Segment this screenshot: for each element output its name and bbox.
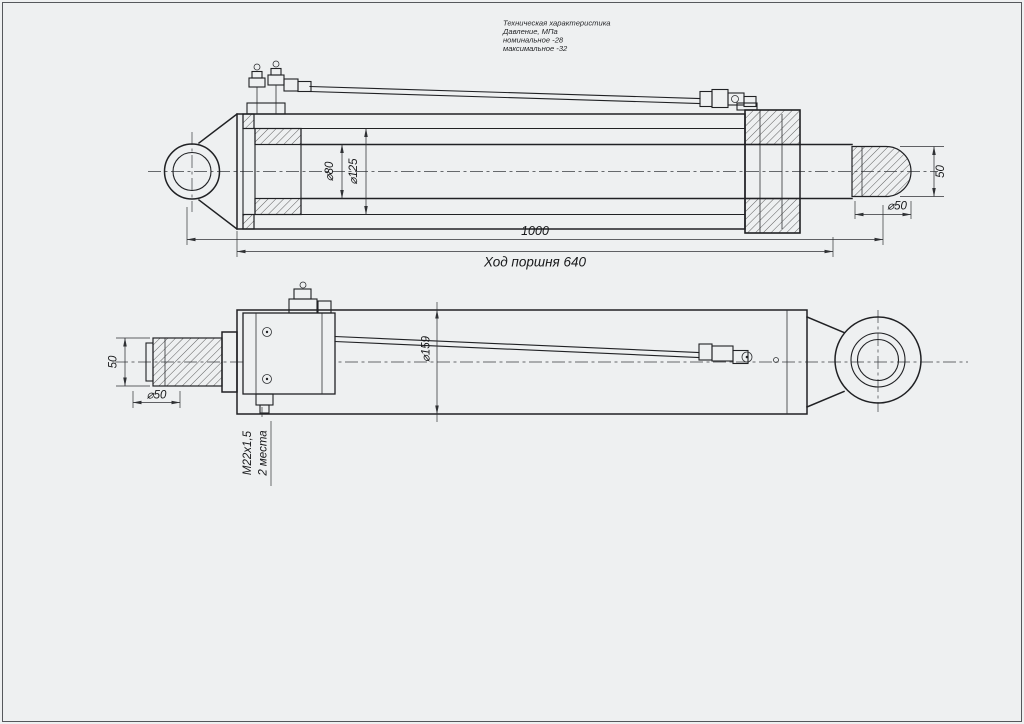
cylinder-tube-outside	[236, 309, 808, 415]
tech-spec-nominal: номинальное -28	[503, 36, 564, 45]
dim-tube-diameter-label: ⌀159	[421, 335, 433, 362]
dim-rod-width-label: 50	[108, 355, 120, 368]
bottom-view-dimensions: 50 ⌀50 ⌀159 М22х1,5 2 места	[108, 302, 439, 486]
rear-eye-taper-top	[806, 316, 845, 334]
thread-places-label: 2 места	[258, 430, 270, 476]
tech-spec-note: Техническая характеристика Давление, МПа…	[502, 19, 611, 54]
rear-eye-ring	[850, 332, 906, 388]
port-block	[242, 281, 336, 414]
piston-section-bottom	[254, 197, 302, 216]
clevis-taper-bottom	[197, 198, 239, 231]
dim-bore-diameter-label: ⌀125	[348, 158, 360, 185]
vent-plug	[773, 357, 779, 363]
thread-spec-label: М22х1,5	[242, 430, 254, 475]
tech-spec-title: Техническая характеристика	[503, 19, 611, 28]
dim-eye-diameter-label: ⌀50	[887, 201, 907, 213]
tech-spec-maximal: максимальное -32	[503, 44, 568, 53]
rear-eye-taper-bottom	[806, 390, 845, 408]
piston-section-top	[254, 127, 302, 146]
bottom-view-pipe	[334, 335, 753, 365]
gland-section-bottom	[744, 197, 801, 234]
gland-section-top	[744, 109, 801, 146]
bolt-head-top	[262, 327, 272, 337]
rear-rod-end-section	[152, 337, 223, 387]
end-cap-section-bottom	[242, 213, 255, 230]
top-fitting-nut	[293, 288, 312, 300]
bolt-head-bottom	[262, 374, 272, 384]
top-fitting-bolt	[299, 281, 307, 289]
rod-end-section	[851, 145, 912, 198]
front-eye-bore	[172, 151, 212, 192]
dim-piston-stroke-label: Ход поршня 640	[483, 255, 586, 270]
top-view-section	[163, 109, 912, 234]
top-view-pipe-assembly	[246, 60, 758, 115]
dim-rod-diameter-bottom-label: ⌀50	[147, 390, 167, 402]
pipe-fitting-rear	[698, 343, 753, 365]
rear-eye-bore	[856, 338, 900, 382]
pipe-fitting-left	[246, 60, 312, 115]
dim-eye-width-label: 50	[935, 165, 947, 178]
clevis-taper-top	[197, 112, 239, 145]
top-view-dimensions: ⌀80 ⌀125 50 ⌀50 1000 Ход поршня 640	[186, 128, 947, 270]
bottom-view	[145, 281, 922, 415]
dim-rod-diameter-label: ⌀80	[324, 161, 336, 181]
rear-eye-outer	[834, 316, 922, 404]
pipe-fitting-right	[699, 88, 758, 111]
front-eye-outer	[163, 143, 221, 200]
tech-spec-pressure: Давление, МПа	[502, 27, 558, 36]
dim-overall-length-label: 1000	[521, 224, 549, 238]
end-cap-section-top	[242, 113, 255, 130]
